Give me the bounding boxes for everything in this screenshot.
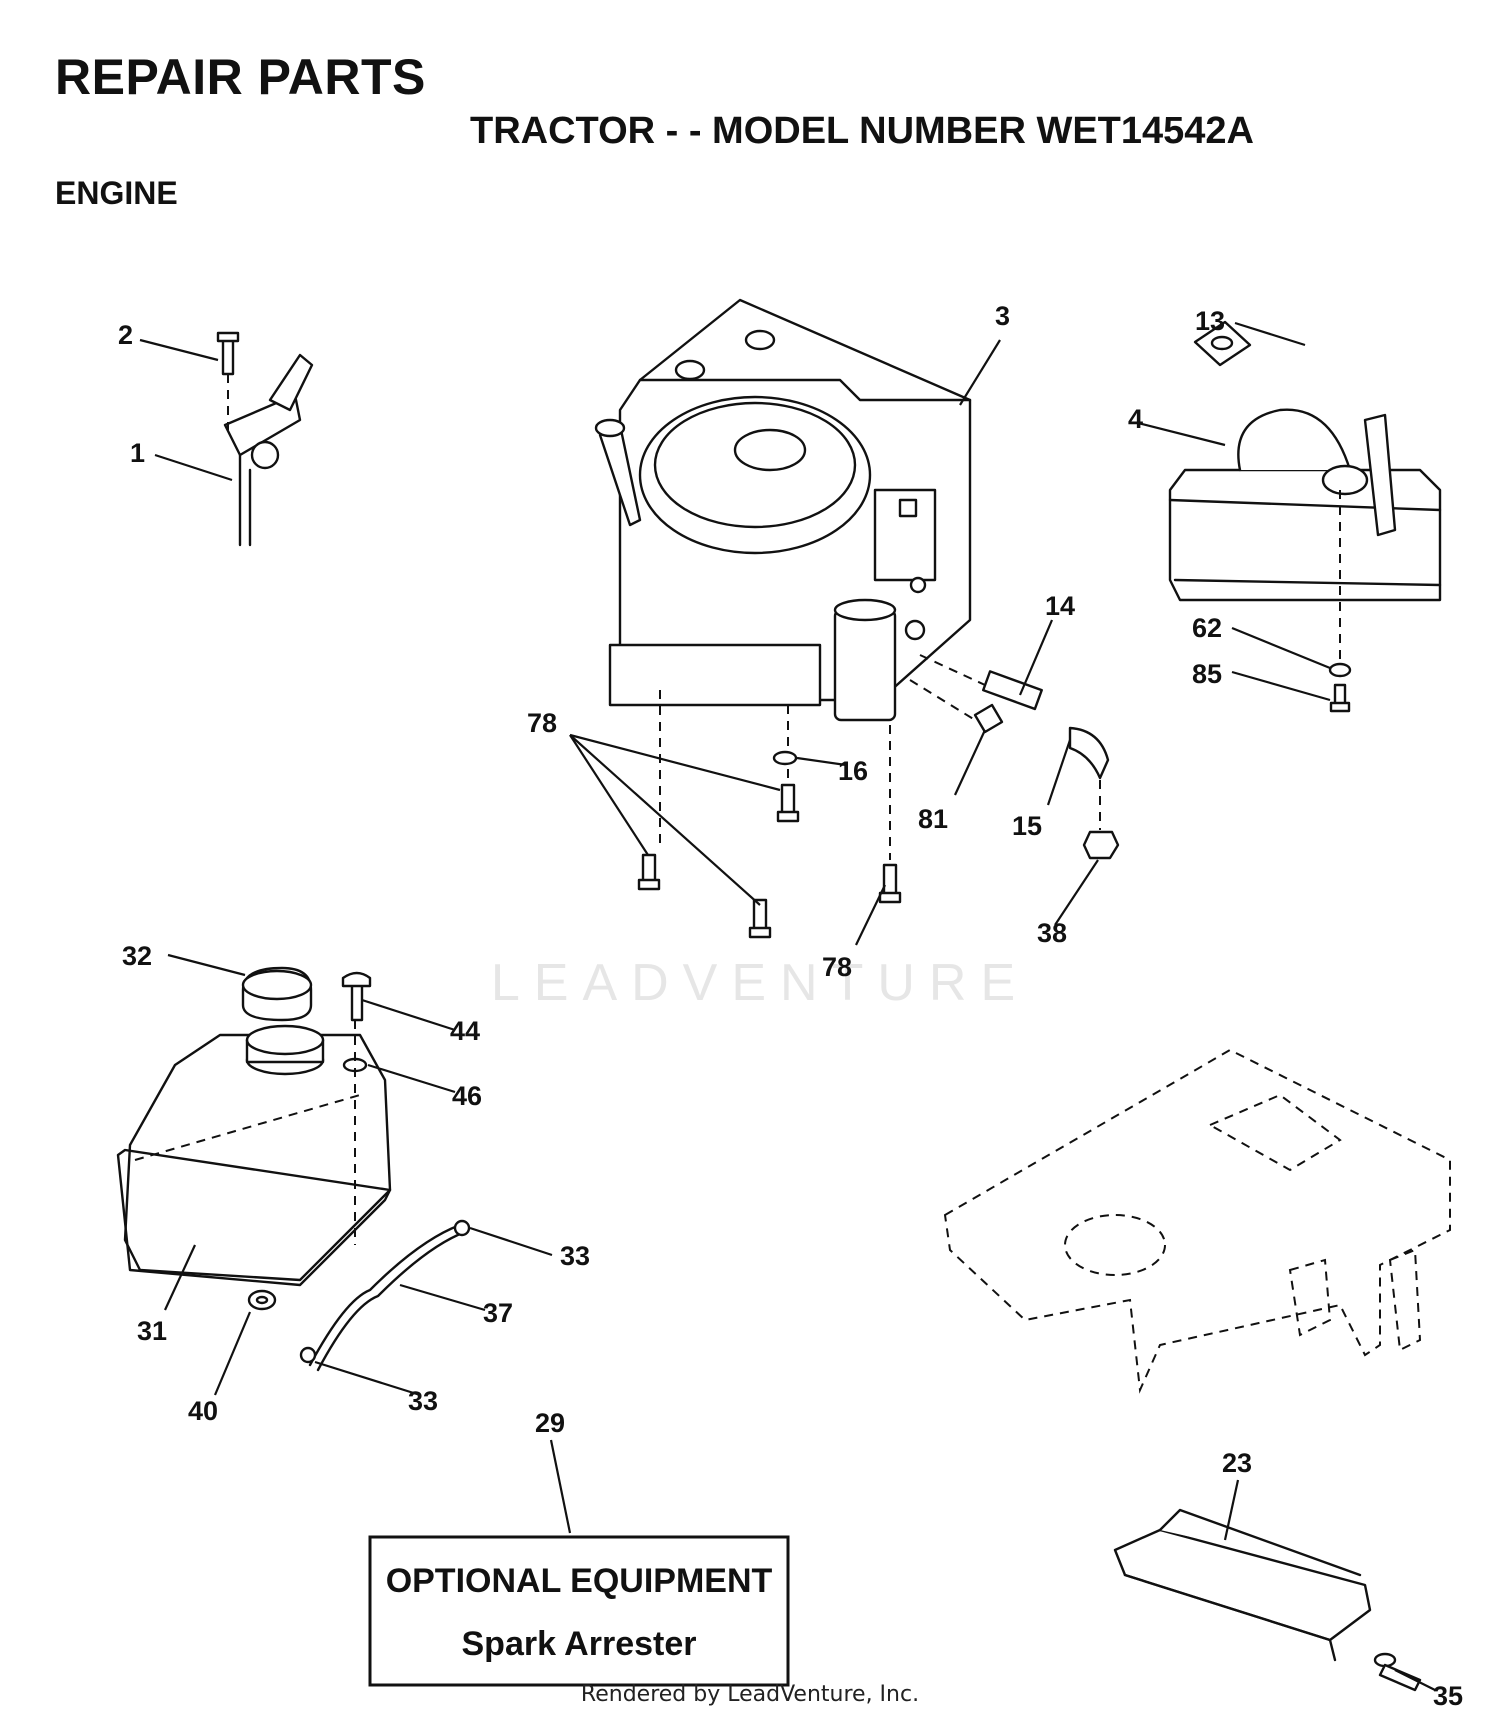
callout-33-top: 33 [560,1241,590,1271]
callout-81: 81 [918,804,948,834]
optional-heading: OPTIONAL EQUIPMENT [386,1562,773,1600]
engine-bolt-set[interactable] [637,690,902,939]
callout-leaders [139,321,1436,1691]
callout-31: 31 [137,1316,167,1346]
callout-29: 29 [535,1408,565,1438]
callout-40: 40 [188,1396,218,1426]
callout-3: 3 [995,301,1010,331]
fuel-fitting-set[interactable] [909,654,1120,860]
skid-plate-part[interactable] [1113,1508,1422,1692]
optional-equipment-box: OPTIONAL EQUIPMENT Spark Arrester [368,1535,790,1687]
throttle-control-part[interactable] [216,331,314,547]
callout-labels: 2 1 3 13 4 14 62 85 78 16 81 15 38 78 32… [118,301,1463,1711]
callout-37: 37 [483,1298,513,1328]
callout-33-bottom: 33 [408,1386,438,1416]
callout-44: 44 [450,1016,480,1046]
muffler-part[interactable] [1168,320,1442,713]
fuel-tank-part[interactable] [116,966,471,1372]
callout-78-top: 78 [527,708,557,738]
tractor-frame-outline[interactable] [943,1048,1451,1394]
section-title: ENGINE [55,175,178,211]
optional-item: Spark Arrester [462,1625,697,1663]
callout-2: 2 [118,320,133,350]
callout-62: 62 [1192,613,1222,643]
model-subtitle: TRACTOR - - MODEL NUMBER WET14542A [470,110,1254,152]
callout-14: 14 [1045,591,1075,621]
callout-23: 23 [1222,1448,1252,1478]
callout-4: 4 [1128,404,1143,434]
callout-15: 15 [1012,811,1042,841]
callout-38: 38 [1037,918,1067,948]
callout-16: 16 [838,756,868,786]
page-title: REPAIR PARTS [55,49,426,105]
footer-credit: Rendered by LeadVenture, Inc. [580,1682,920,1707]
callout-1: 1 [130,438,145,468]
watermark-text: LEADVENTURE [491,954,1029,1012]
callout-32: 32 [122,941,152,971]
callout-85: 85 [1192,659,1222,689]
engine-part[interactable] [594,298,972,722]
callout-78-bottom: 78 [822,952,852,982]
callout-46: 46 [452,1081,482,1111]
callout-13: 13 [1195,306,1225,336]
callout-35: 35 [1433,1681,1463,1711]
